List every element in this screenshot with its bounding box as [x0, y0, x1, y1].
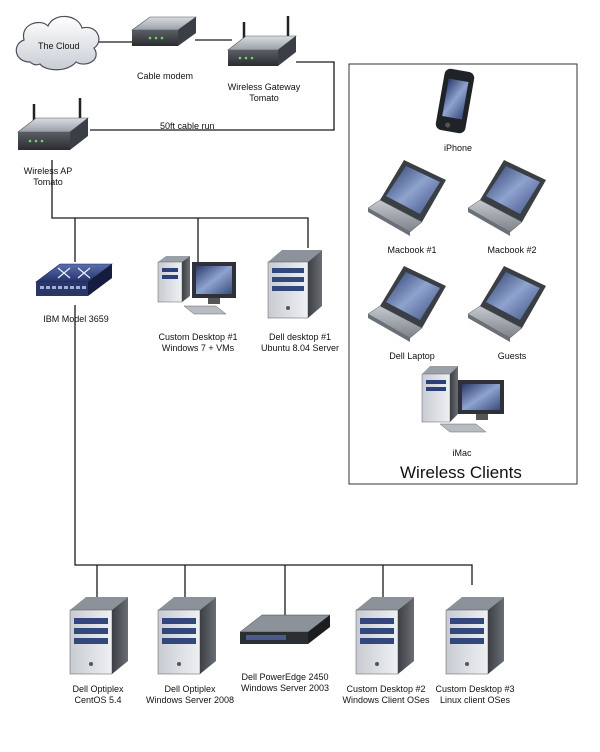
guests-laptop-icon	[467, 266, 546, 342]
macbook-2-label: Macbook #2	[487, 245, 537, 255]
ap-to-desktops-line	[51, 160, 309, 248]
dell-laptop-label: Dell Laptop	[389, 351, 435, 361]
poweredge-label: Dell PowerEdge 2450 Windows Server 2003	[240, 672, 330, 693]
macbook-1-icon	[367, 160, 446, 236]
ibm-switch-label: IBM Model 3659	[43, 314, 109, 324]
wireless-clients-box	[348, 63, 578, 485]
poweredge-rack-icon	[239, 614, 331, 644]
custom-desktop-2-label: Custom Desktop #2 Windows Client OSes	[342, 684, 430, 705]
optiplex-centos-label: Dell Optiplex CentOS 5.4	[72, 684, 124, 705]
connection-lines	[51, 39, 473, 615]
iphone-icon	[435, 68, 475, 134]
custom-desktop-2-icon	[355, 597, 414, 675]
cable-modem-icon	[131, 16, 197, 46]
wireless-clients-title: Wireless Clients	[400, 463, 522, 482]
wireless-ap-icon	[17, 98, 89, 150]
wireless-gateway-label: Wireless Gateway Tomato	[227, 82, 301, 103]
cable-run-label: 50ft cable run	[160, 121, 215, 131]
cable-modem-label: Cable modem	[136, 71, 194, 81]
custom-desktop-3-icon	[445, 597, 504, 675]
cloud-label: The Cloud	[38, 41, 80, 51]
optiplex-win2008-label: Dell Optiplex Windows Server 2008	[145, 684, 235, 705]
custom-desktop-1-label: Custom Desktop #1 Windows 7 + VMs	[158, 332, 238, 353]
switch-to-servers-line	[74, 305, 473, 585]
iphone-label: iPhone	[443, 143, 473, 153]
network-switch-icon	[35, 263, 113, 296]
custom-desktop-3-label: Custom Desktop #3 Linux client OSes	[435, 684, 515, 705]
wireless-ap-label: Wireless AP Tomato	[23, 166, 73, 187]
wireless-gateway-icon	[227, 16, 297, 66]
macbook-1-label: Macbook #1	[387, 245, 437, 255]
dell-desktop-1-label: Dell desktop #1 Ubuntu 8.04 Server	[260, 332, 340, 353]
dell-desktop-1-icon	[267, 250, 322, 319]
guests-label: Guests	[497, 351, 527, 361]
optiplex-centos-icon	[69, 597, 128, 675]
dell-laptop-icon	[367, 266, 446, 342]
imac-icon	[421, 366, 504, 433]
cloud-icon	[15, 15, 100, 71]
optiplex-win2008-icon	[157, 597, 216, 675]
macbook-2-icon	[467, 160, 546, 236]
imac-label: iMac	[452, 448, 472, 458]
custom-desktop-1-icon	[157, 256, 236, 315]
cable-run-line	[90, 61, 335, 131]
